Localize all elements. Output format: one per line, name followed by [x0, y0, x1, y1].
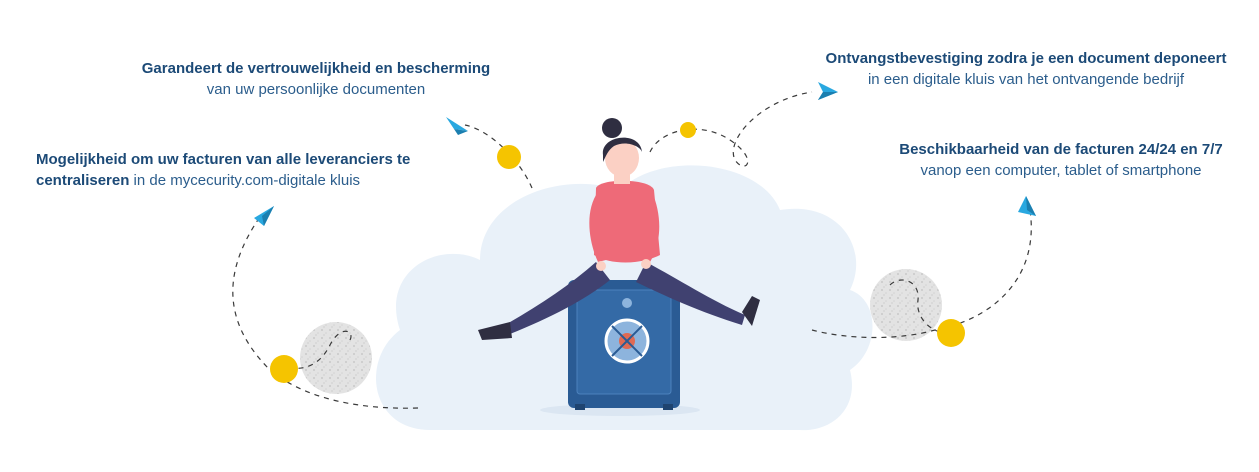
dot-icon — [680, 122, 696, 138]
feature-centralize-keyword: centraliseren — [36, 172, 130, 189]
dot-icon — [270, 355, 298, 383]
texture-circle-right — [870, 269, 942, 341]
paper-plane-icon — [446, 117, 468, 135]
paper-plane-icon — [254, 206, 274, 226]
dashed-paths — [232, 91, 1032, 409]
safe-icon — [568, 280, 680, 410]
feature-confidentiality-heading: Garandeert de vertrouwelijkheid en besch… — [141, 60, 491, 77]
woman-figure — [478, 118, 760, 340]
dot-icon — [937, 319, 965, 347]
feature-availability-heading: Beschikbaarheid van de facturen 24/24 en… — [899, 141, 1223, 158]
feature-receipt-heading: Ontvangstbevestiging zodra je een docume… — [825, 50, 1227, 67]
paper-plane-icon — [1018, 196, 1036, 216]
feature-confidentiality: Garandeert de vertrouwelijkheid en besch… — [116, 58, 516, 100]
feature-receipt-text: in een digitale kluis van het ontvangend… — [867, 71, 1185, 88]
feature-confidentiality-text: van uw persoonlijke documenten — [206, 81, 426, 98]
feature-centralize-text: in de mycecurity.com-digitale kluis — [129, 172, 361, 189]
feature-centralize-invoices: Mogelijkheid om uw facturen van alle lev… — [36, 149, 456, 191]
feature-availability-text: vanop een computer, tablet of smartphone — [920, 162, 1202, 179]
feature-receipt-confirmation: Ontvangstbevestiging zodra je een docume… — [806, 48, 1246, 90]
yellow-dots — [270, 122, 965, 383]
paper-plane-icon — [818, 82, 838, 100]
texture-circle-left — [300, 322, 372, 394]
paper-planes — [254, 82, 1036, 226]
dot-icon — [497, 145, 521, 169]
feature-centralize-heading: Mogelijkheid om uw facturen van alle lev… — [36, 151, 411, 168]
feature-availability: Beschikbaarheid van de facturen 24/24 en… — [878, 139, 1244, 181]
